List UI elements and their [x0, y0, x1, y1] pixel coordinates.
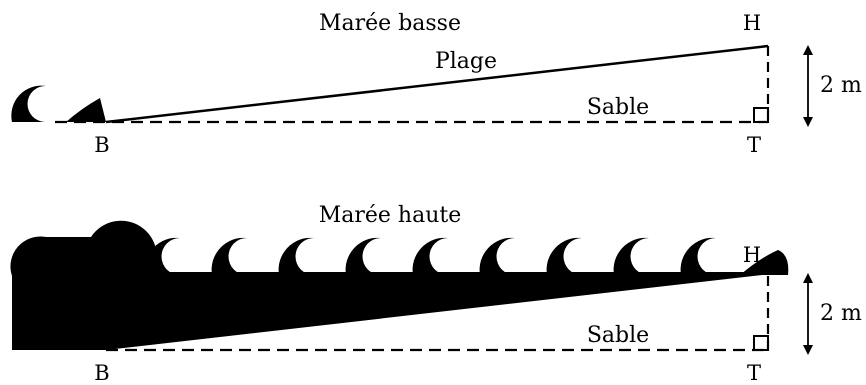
wave-crest	[740, 250, 789, 275]
wave-crest	[11, 237, 47, 275]
height-label: 2 m	[820, 73, 862, 98]
low-tide-panel: Marée basse Plage Sable H B T 2 m	[11, 11, 862, 157]
sand-label: Sable	[587, 323, 649, 348]
point-b-label: B	[94, 361, 109, 385]
point-t-label: T	[747, 361, 761, 385]
wave-crests	[11, 237, 789, 275]
point-b-label: B	[94, 133, 109, 157]
right-angle-marker	[753, 335, 769, 351]
beach-line	[105, 44, 769, 124]
wave-crest	[412, 237, 448, 275]
sand-label: Sable	[587, 95, 649, 120]
low-tide-water-wedge	[66, 98, 106, 122]
high-tide-title: Marée haute	[319, 203, 462, 228]
wave-crest	[680, 237, 716, 275]
point-t-label: T	[747, 133, 761, 157]
point-h-label: H	[743, 243, 761, 267]
wave-crest	[479, 237, 515, 275]
high-tide-water-body	[12, 272, 762, 350]
wave-crest	[144, 237, 180, 275]
wave-crest	[77, 237, 113, 275]
point-h-label: H	[743, 11, 761, 35]
low-tide-wave	[11, 85, 46, 122]
wave-crest	[278, 237, 314, 275]
wave-crest	[546, 237, 582, 275]
beach-label: Plage	[435, 49, 497, 74]
wave-crest	[613, 237, 649, 275]
height-label: 2 m	[820, 301, 862, 326]
high-tide-panel: Marée haute Sable H B T 2 m	[10, 203, 862, 385]
wave-crest	[211, 237, 247, 275]
right-angle-marker	[753, 107, 769, 123]
wave-crest	[345, 237, 381, 275]
low-tide-title: Marée basse	[319, 11, 461, 36]
